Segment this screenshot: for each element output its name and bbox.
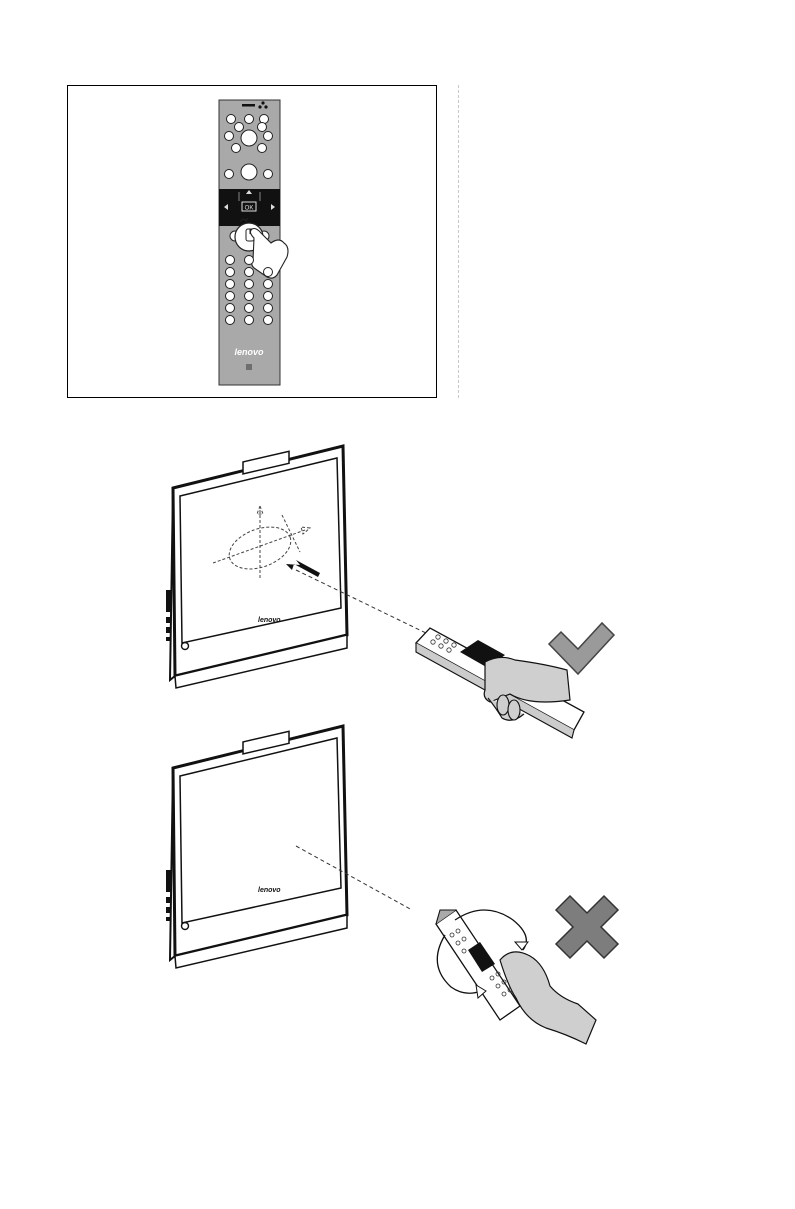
check-icon (549, 623, 614, 674)
rotation-arrowhead (515, 942, 528, 950)
monitor: lenovo (166, 446, 347, 688)
remote-indicator-bar (242, 104, 255, 107)
remote-figure-frame: OK lenovo (67, 85, 437, 398)
remote-brand-logo: lenovo (234, 347, 264, 357)
monitor-brand-logo: lenovo (258, 887, 281, 894)
remote-illustration: OK lenovo (68, 86, 436, 397)
cross-icon (556, 896, 618, 958)
column-divider (458, 85, 459, 398)
incorrect-usage-figure: lenovo (0, 710, 795, 1050)
monitor: lenovo (166, 726, 347, 968)
monitor-brand-logo: lenovo (258, 617, 281, 624)
hand-icon (484, 657, 570, 702)
remote-ok-label: OK (245, 206, 254, 212)
